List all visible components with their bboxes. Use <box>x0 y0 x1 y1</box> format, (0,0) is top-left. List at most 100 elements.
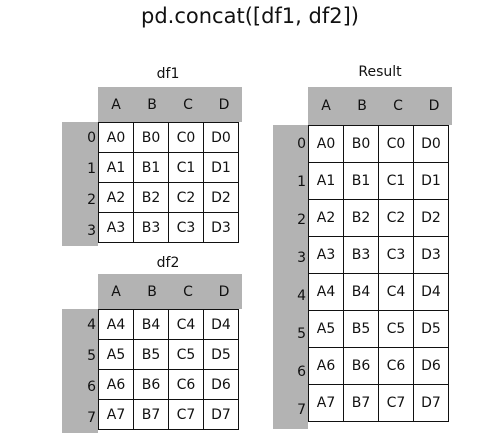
index-band <box>273 125 308 429</box>
diagram-title: pd.concat([df1, df2]) <box>141 4 359 28</box>
table-cell: C5 <box>378 310 414 348</box>
row-index: 4 <box>297 288 306 304</box>
table-cell: B5 <box>133 339 169 370</box>
column-header: B <box>147 283 157 300</box>
table-cell: C0 <box>168 122 204 153</box>
column-header: D <box>218 96 230 113</box>
table-cell: D2 <box>413 199 449 237</box>
row-index: 7 <box>297 402 306 418</box>
column-header: C <box>183 283 193 300</box>
table-cell: B0 <box>343 125 379 163</box>
row-index: 3 <box>297 250 306 266</box>
table-cell: D2 <box>203 182 239 213</box>
table-cell: B3 <box>133 212 169 243</box>
table-cell: D1 <box>413 162 449 200</box>
row-index: 7 <box>87 409 96 426</box>
table-cell: D4 <box>203 309 239 340</box>
row-index: 2 <box>297 212 306 228</box>
table-cell: A5 <box>308 310 344 348</box>
table-cell: A7 <box>98 399 134 430</box>
row-index: 6 <box>297 364 306 380</box>
column-header: D <box>218 283 230 300</box>
index-band <box>62 309 98 433</box>
table-cell: B4 <box>343 273 379 311</box>
column-header: C <box>393 98 403 114</box>
table-cell: C4 <box>378 273 414 311</box>
table-cell: D6 <box>203 369 239 400</box>
table-cell: D5 <box>413 310 449 348</box>
table-cell: B1 <box>133 152 169 183</box>
table-cell: C2 <box>378 199 414 237</box>
column-header-band <box>98 274 242 309</box>
column-header: C <box>183 96 193 113</box>
table-cell: C6 <box>378 347 414 385</box>
table-cell: A4 <box>308 273 344 311</box>
table-cell: A1 <box>98 152 134 183</box>
table-cell: A6 <box>308 347 344 385</box>
column-header: B <box>357 98 367 114</box>
df1-caption: df1 <box>156 66 180 82</box>
table-cell: A7 <box>308 384 344 422</box>
table-cell: A2 <box>308 199 344 237</box>
table-cell: C3 <box>168 212 204 243</box>
table-cell: D7 <box>203 399 239 430</box>
row-index: 3 <box>87 222 96 239</box>
table-cell: A3 <box>308 236 344 274</box>
table-cell: D7 <box>413 384 449 422</box>
table-cell: B2 <box>133 182 169 213</box>
table-cell: C1 <box>168 152 204 183</box>
table-cell: B7 <box>133 399 169 430</box>
table-cell: D4 <box>413 273 449 311</box>
table-cell: C4 <box>168 309 204 340</box>
column-header-band <box>308 87 452 125</box>
column-header: A <box>111 96 121 113</box>
table-cell: C2 <box>168 182 204 213</box>
table-cell: C0 <box>378 125 414 163</box>
table-cell: A0 <box>98 122 134 153</box>
table-cell: B7 <box>343 384 379 422</box>
row-index: 4 <box>87 316 96 333</box>
column-header: A <box>321 98 331 114</box>
row-index: 5 <box>297 326 306 342</box>
index-band <box>62 122 98 246</box>
table-cell: B0 <box>133 122 169 153</box>
table-cell: B3 <box>343 236 379 274</box>
table-cell: C3 <box>378 236 414 274</box>
table-cell: B6 <box>133 369 169 400</box>
table-cell: C5 <box>168 339 204 370</box>
column-header: D <box>428 98 440 114</box>
row-index: 0 <box>297 136 306 152</box>
table-cell: C7 <box>168 399 204 430</box>
table-cell: D1 <box>203 152 239 183</box>
table-cell: C7 <box>378 384 414 422</box>
column-header: A <box>111 283 121 300</box>
row-index: 1 <box>87 160 96 177</box>
column-header: B <box>147 96 157 113</box>
row-index: 0 <box>87 129 96 146</box>
table-cell: D0 <box>413 125 449 163</box>
table-cell: C6 <box>168 369 204 400</box>
table-cell: B5 <box>343 310 379 348</box>
table-cell: A2 <box>98 182 134 213</box>
table-cell: B6 <box>343 347 379 385</box>
table-cell: D3 <box>413 236 449 274</box>
table-cell: B4 <box>133 309 169 340</box>
table-cell: A5 <box>98 339 134 370</box>
table-cell: B1 <box>343 162 379 200</box>
column-header-band <box>98 87 242 122</box>
row-index: 2 <box>87 191 96 208</box>
table-cell: D5 <box>203 339 239 370</box>
row-index: 1 <box>297 174 306 190</box>
table-cell: A3 <box>98 212 134 243</box>
table-cell: D3 <box>203 212 239 243</box>
table-cell: D0 <box>203 122 239 153</box>
table-cell: A4 <box>98 309 134 340</box>
table-cell: C1 <box>378 162 414 200</box>
row-index: 5 <box>87 347 96 364</box>
table-cell: B2 <box>343 199 379 237</box>
row-index: 6 <box>87 378 96 395</box>
table-cell: D6 <box>413 347 449 385</box>
result-caption: Result <box>358 64 402 80</box>
table-cell: A6 <box>98 369 134 400</box>
table-cell: A0 <box>308 125 344 163</box>
